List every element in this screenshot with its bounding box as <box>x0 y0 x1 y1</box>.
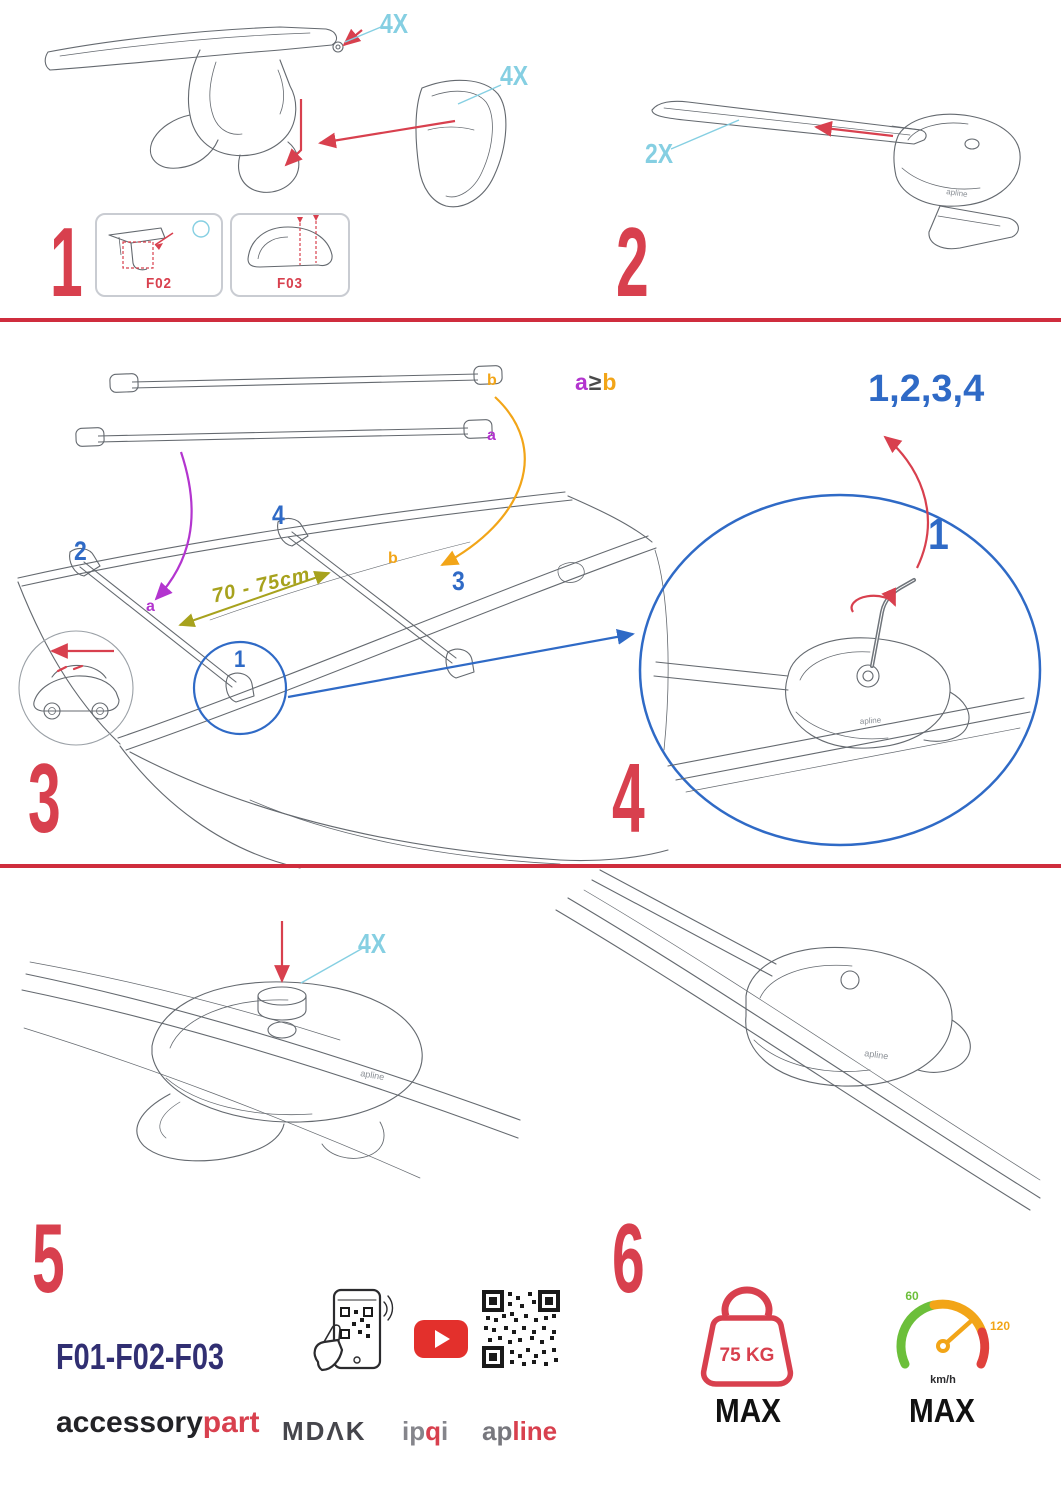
roof-label-b: b <box>388 550 398 567</box>
bar-bottom-label: a <box>487 427 496 444</box>
position-label-2: 2 <box>74 536 87 566</box>
max-weight-icon: 75 KG <box>700 1286 794 1387</box>
part-code-f03: F03 <box>277 275 303 292</box>
rule-a: a <box>575 369 588 395</box>
tightening-sequence: 1,2,3,4 <box>868 368 985 410</box>
apline-logo-start: ap <box>482 1416 513 1446</box>
step3-number: 3 <box>28 743 61 853</box>
scan-qr-phone-icon <box>313 1288 394 1372</box>
bar-top-label: b <box>487 372 497 389</box>
apline-logo: apline <box>482 1416 557 1447</box>
rule-b: b <box>602 369 617 395</box>
speed-high-label: 120 <box>990 1319 1010 1333</box>
f02-sketch <box>108 220 210 271</box>
part-code-f02: F02 <box>146 275 172 292</box>
qty-label-step1-cover: 4X <box>500 60 529 91</box>
ipqi-logo-accent: q <box>425 1416 441 1446</box>
section-divider-2 <box>0 864 1061 868</box>
speed-unit-label: km/h <box>930 1374 956 1386</box>
youtube-play-triangle <box>435 1330 450 1348</box>
step1-number: 1 <box>50 207 83 317</box>
apline-logo-on-foot-step4: apline <box>860 715 882 726</box>
max-weight-label: MAX <box>714 1392 782 1429</box>
max-speed-icon: 60 120 km/h <box>896 1289 1010 1386</box>
step5-right-drawing: apline <box>555 869 1041 1211</box>
ipqi-logo-start: ip <box>402 1416 426 1446</box>
step3-bars-drawing <box>75 365 503 447</box>
step6-number: 6 <box>612 1203 645 1313</box>
mdak-logo: MDΛK <box>282 1416 367 1446</box>
accessorypart-logo-red: part <box>202 1406 260 1439</box>
spacing-rule: a≥b <box>575 369 616 396</box>
part-box-f03: F03 <box>230 213 350 297</box>
rule-operator: ≥ <box>588 369 602 395</box>
max-speed-label: MAX <box>908 1392 976 1429</box>
apline-logo-on-foot-step2: apline <box>946 187 969 199</box>
accessorypart-logo-black: accessory <box>56 1406 203 1439</box>
part-codes: F01-F02-F03 <box>56 1336 225 1377</box>
apline-logo-end: line <box>512 1416 558 1446</box>
section-divider-1 <box>0 318 1061 322</box>
max-weight-value: 75 KG <box>720 1345 775 1366</box>
speed-low-label: 60 <box>905 1289 919 1303</box>
youtube-icon <box>414 1320 468 1358</box>
qr-code <box>480 1288 562 1370</box>
step3-roof-drawing <box>17 491 669 869</box>
first-bolt-label: 1 <box>928 510 949 559</box>
qty-label-step1-bolt: 4X <box>380 8 409 39</box>
step2-bar-drawing: apline <box>651 100 1021 250</box>
step1-clamp-drawing <box>44 26 507 208</box>
position-label-3: 3 <box>452 566 465 596</box>
qty-label-step5: 4X <box>358 928 387 959</box>
qty-label-step2: 2X <box>645 138 674 169</box>
f03-sketch <box>247 215 333 268</box>
ipqi-logo: ipqi <box>402 1416 448 1447</box>
apline-logo-on-foot-step5-right: apline <box>864 1048 889 1061</box>
step5-number: 5 <box>32 1203 65 1313</box>
step4-number: 4 <box>612 743 645 853</box>
step2-number: 2 <box>616 207 649 317</box>
apline-logo-on-foot-step5-left: apline <box>360 1068 385 1082</box>
ipqi-logo-end: i <box>441 1416 449 1446</box>
part-box-f02: F02 <box>95 213 223 297</box>
roof-label-a: a <box>146 598 155 615</box>
accessorypart-logo: accessorypart <box>56 1406 259 1440</box>
position-label-4: 4 <box>272 500 285 530</box>
step4-zoom-drawing: apline <box>638 493 1042 847</box>
step5-left-drawing: apline <box>21 961 521 1179</box>
position-label-1: 1 <box>234 646 246 673</box>
